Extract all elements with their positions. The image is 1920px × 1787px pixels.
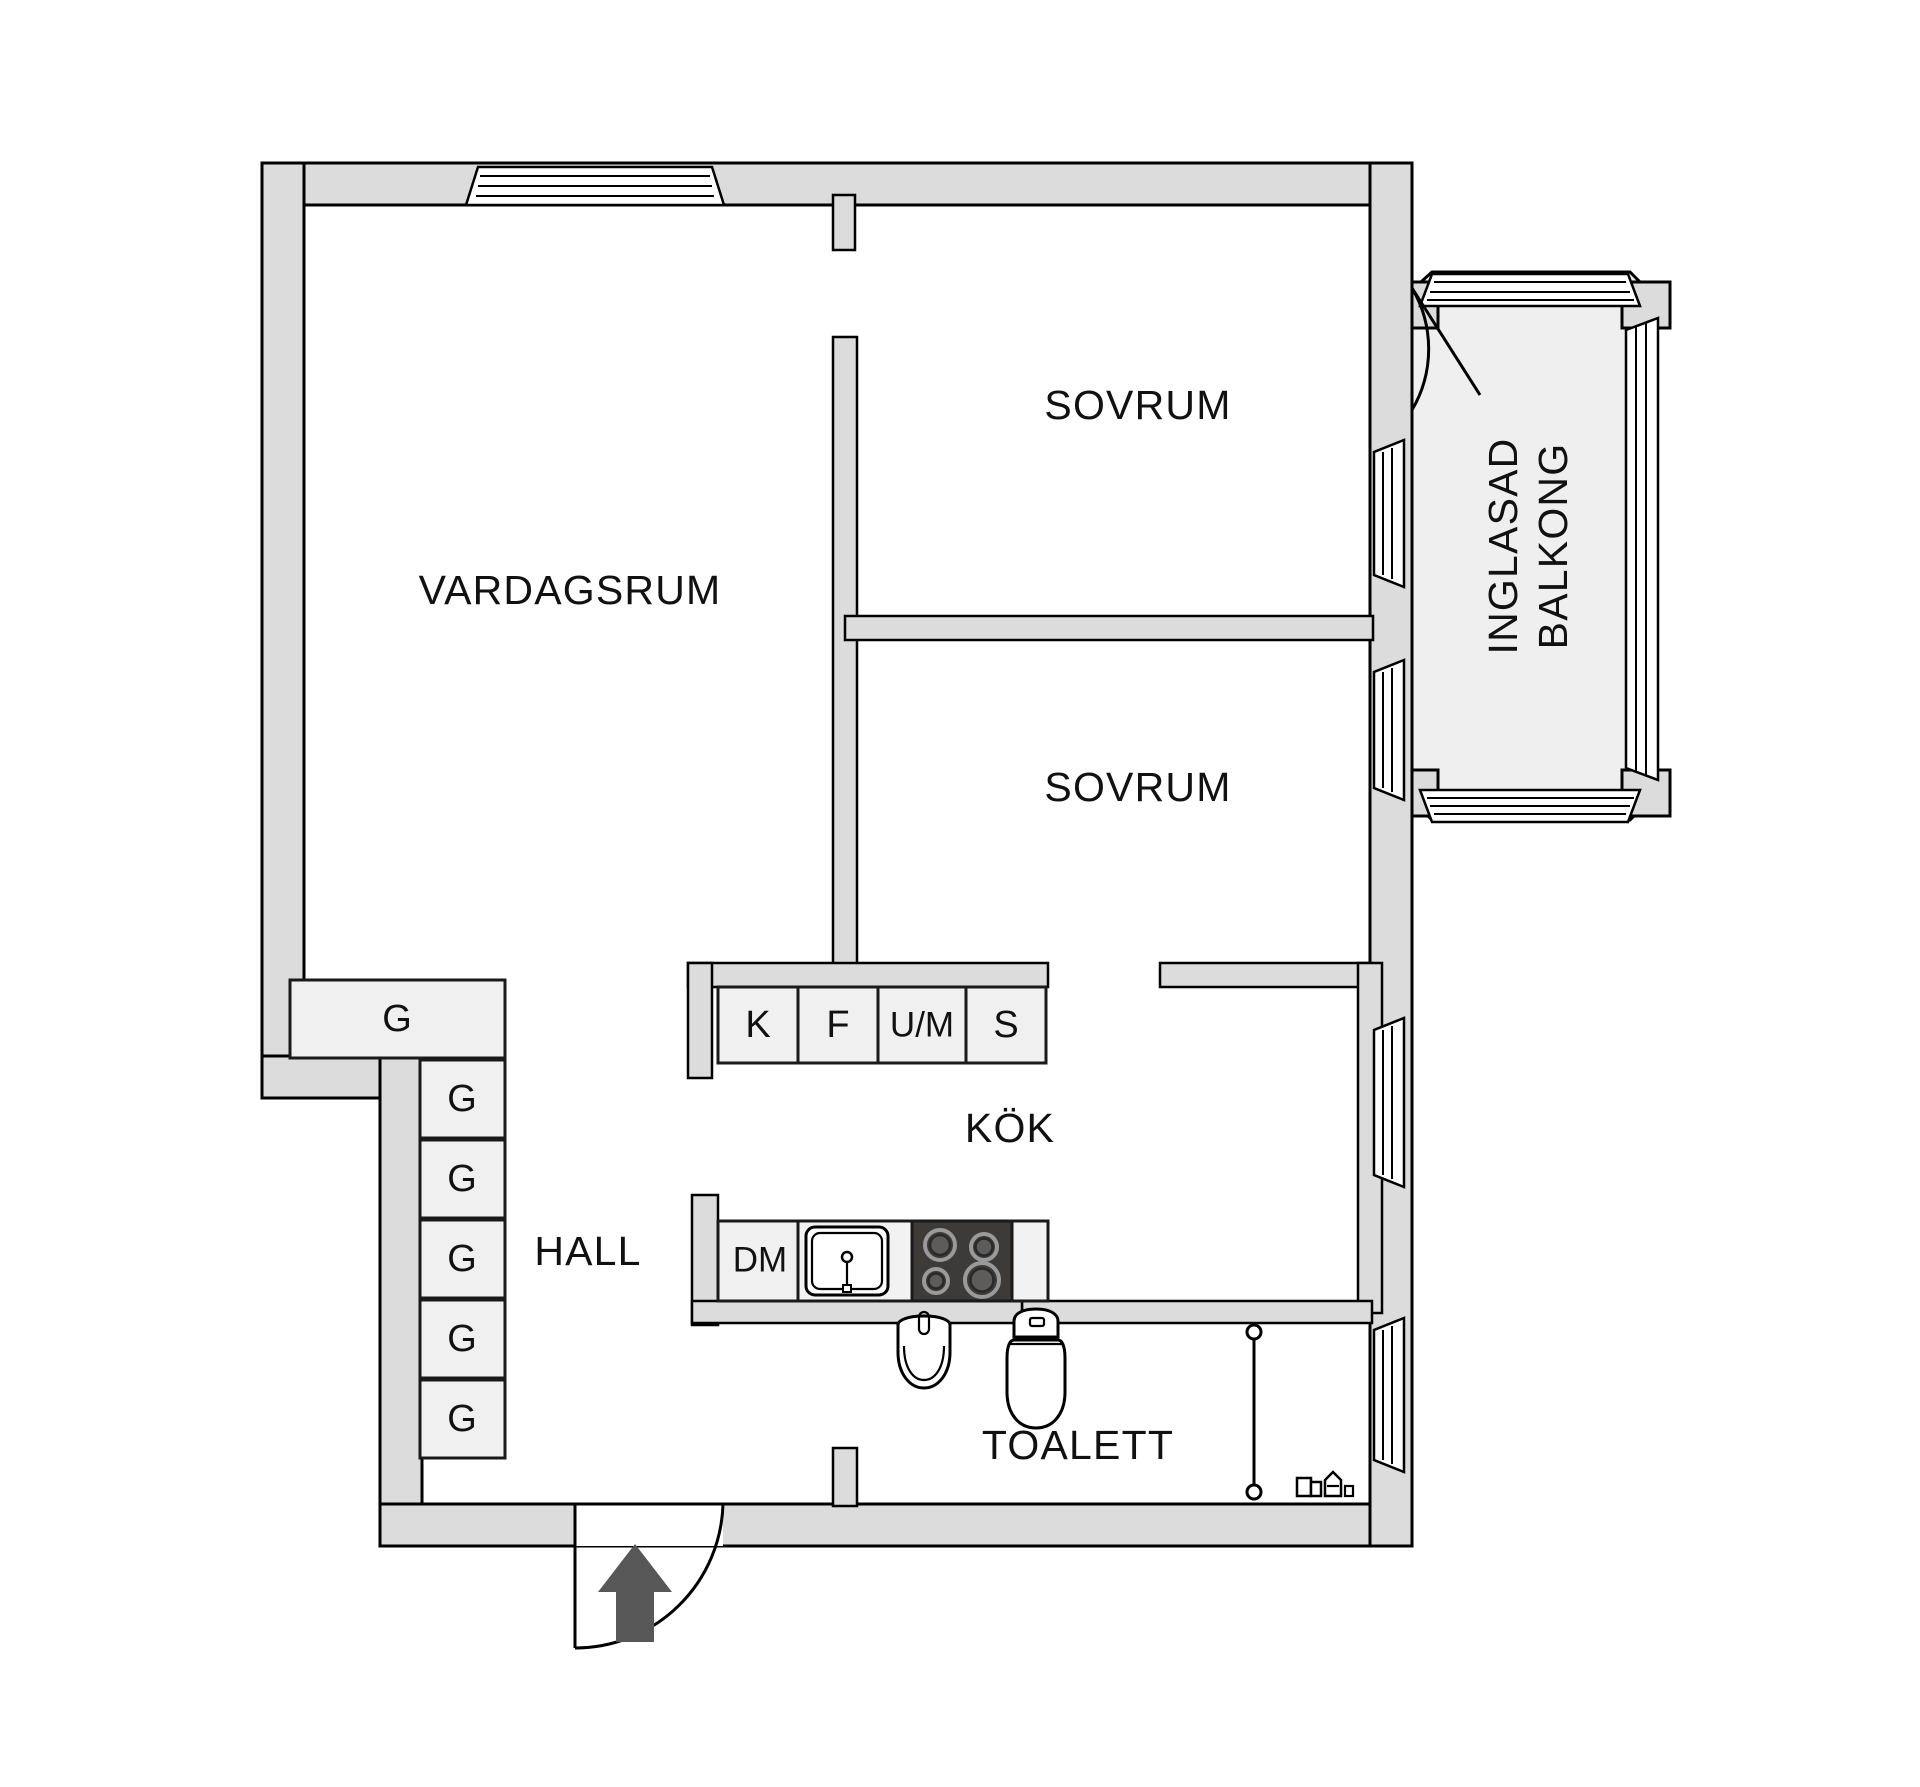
closet-group: closet-h-1 G G G G G G <box>288 978 507 1460</box>
radiator-icon <box>1245 1323 1355 1501</box>
closet-item[interactable]: closet-h-1 G <box>288 978 507 1060</box>
appliance-row: K F U/M S <box>716 985 1048 1065</box>
room-label-sovrum-lower: SOVRUM <box>1044 764 1231 810</box>
window-bedroom-upper-right <box>1372 438 1406 589</box>
window-bedroom-lower-right <box>1372 658 1406 802</box>
entrance-door[interactable] <box>573 1502 725 1650</box>
closet-symbol: G <box>382 998 412 1040</box>
appliance-label: U/M <box>890 1005 954 1044</box>
closet-symbol: G <box>447 1318 477 1360</box>
closet-item[interactable]: G <box>418 1378 507 1460</box>
appliance-label: S <box>993 1004 1018 1046</box>
closet-item[interactable]: G <box>418 1058 507 1140</box>
room-labels: VARDAGSRUM SOVRUM SOVRUM HALL KÖK TOALET… <box>419 382 1231 1468</box>
room-label-hall: HALL <box>534 1228 641 1274</box>
window-balcony-bottom <box>1418 788 1642 824</box>
appliance-label: K <box>745 1004 770 1046</box>
window-balcony-top <box>1418 272 1642 308</box>
balcony-door[interactable] <box>1410 287 1482 411</box>
balcony-label-line-1: INGLASAD <box>1480 438 1526 655</box>
room-label-toalett: TOALETT <box>982 1422 1174 1468</box>
closet-symbol: G <box>447 1078 477 1120</box>
appliance-item-dm[interactable]: DM <box>716 1219 800 1303</box>
closet-symbol: G <box>447 1238 477 1280</box>
room-label-sovrum-upper: SOVRUM <box>1044 382 1231 428</box>
closet-item[interactable]: G <box>418 1218 507 1300</box>
closet-symbol: G <box>447 1398 477 1440</box>
room-label-vardagsrum: VARDAGSRUM <box>419 567 722 613</box>
toilet-icon <box>1005 1307 1067 1430</box>
appliance-item-k[interactable]: K <box>716 985 800 1065</box>
room-label-kok: KÖK <box>965 1105 1055 1151</box>
appliance-label: F <box>826 1004 849 1046</box>
window-kitchen-right <box>1372 1016 1406 1189</box>
balcony-label-line-2: BALKONG <box>1530 443 1576 650</box>
appliance-item-s[interactable]: S <box>964 985 1048 1065</box>
appliance-item-f[interactable]: F <box>796 985 880 1065</box>
window-living-room-top <box>464 165 726 207</box>
kitchen-counter: DM <box>716 1219 1050 1303</box>
closet-item[interactable]: G <box>418 1138 507 1220</box>
window-toilet-right <box>1372 1316 1406 1474</box>
closet-symbol: G <box>447 1158 477 1200</box>
floor-fitting-icon <box>1295 1470 1355 1498</box>
wash-basin-icon <box>896 1310 952 1390</box>
stove-icon <box>910 1219 1014 1303</box>
entrance-arrow-icon <box>598 1544 672 1642</box>
appliance-label: DM <box>733 1240 787 1279</box>
appliance-item-um[interactable]: U/M <box>876 985 968 1065</box>
window-balcony-right <box>1624 316 1660 782</box>
exterior-wall-ring <box>260 161 1414 1548</box>
balcony: INGLASAD BALKONG <box>1410 270 1672 824</box>
closet-item[interactable]: G <box>418 1298 507 1380</box>
balcony-label-group: INGLASAD BALKONG <box>1480 438 1576 655</box>
kitchen-sink-icon <box>804 1225 890 1297</box>
